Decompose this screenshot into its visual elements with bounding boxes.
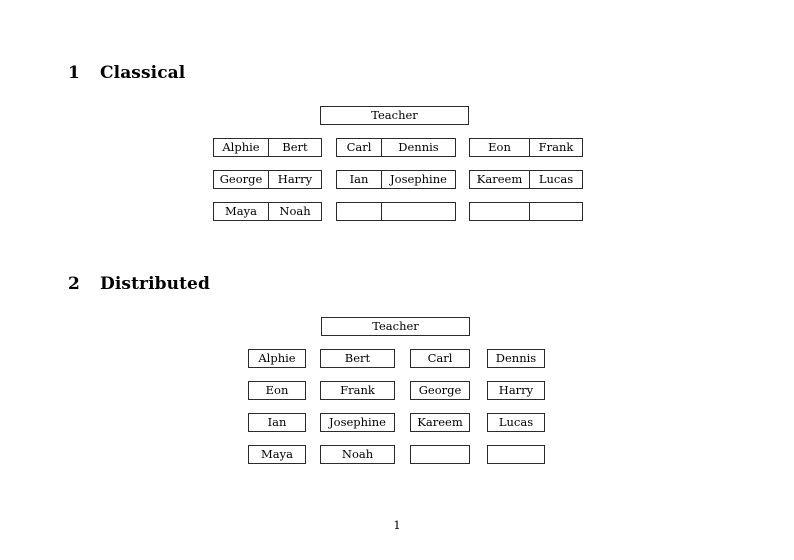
section-title: Classical bbox=[100, 63, 186, 83]
student-node-empty[interactable] bbox=[410, 445, 470, 464]
teacher-node-distributed[interactable]: Teacher bbox=[321, 317, 470, 336]
student-node[interactable]: Ian bbox=[349, 171, 369, 186]
student-node[interactable]: Ian bbox=[248, 413, 306, 432]
student-node[interactable]: Dennis bbox=[381, 139, 455, 156]
student-node[interactable]: Bert bbox=[268, 139, 321, 156]
student-node[interactable]: Noah bbox=[320, 445, 395, 464]
student-node[interactable]: Maya bbox=[248, 445, 306, 464]
student-node-empty[interactable] bbox=[337, 203, 381, 220]
student-node[interactable]: Noah bbox=[268, 203, 321, 220]
student-node[interactable]: Alphie bbox=[222, 139, 260, 154]
student-node[interactable]: Josephine bbox=[320, 413, 395, 432]
student-node[interactable]: Kareem bbox=[410, 413, 470, 432]
student-node[interactable]: Maya bbox=[225, 203, 257, 218]
student-node-empty[interactable] bbox=[470, 203, 529, 220]
section-heading-classical: 1 Classical bbox=[68, 65, 185, 82]
student-node[interactable]: Josephine bbox=[381, 171, 455, 188]
student-node[interactable]: Frank bbox=[320, 381, 395, 400]
section-title: Distributed bbox=[100, 274, 210, 294]
node-group: George Harry bbox=[213, 170, 322, 189]
section-number: 2 bbox=[68, 274, 80, 294]
node-group: Ian Josephine bbox=[336, 170, 456, 189]
section-heading-distributed: 2 Distributed bbox=[68, 276, 210, 293]
student-node[interactable]: Eon bbox=[488, 139, 511, 154]
student-node-empty[interactable] bbox=[529, 203, 582, 220]
teacher-node-classical[interactable]: Teacher bbox=[320, 106, 469, 125]
student-node[interactable]: Harry bbox=[268, 171, 321, 188]
section-number: 1 bbox=[68, 63, 80, 83]
student-node[interactable]: Carl bbox=[346, 139, 372, 154]
student-node[interactable]: Dennis bbox=[487, 349, 545, 368]
student-node-empty[interactable] bbox=[487, 445, 545, 464]
student-node[interactable]: Kareem bbox=[476, 171, 523, 186]
student-node[interactable]: Bert bbox=[320, 349, 395, 368]
page-number: 1 bbox=[393, 518, 401, 532]
student-node[interactable]: George bbox=[219, 171, 263, 186]
student-node[interactable]: Alphie bbox=[248, 349, 306, 368]
student-node[interactable]: Carl bbox=[410, 349, 470, 368]
student-node[interactable]: Frank bbox=[529, 139, 582, 156]
node-group bbox=[469, 202, 583, 221]
node-group: Alphie Bert bbox=[213, 138, 322, 157]
student-node-empty[interactable] bbox=[381, 203, 455, 220]
node-group: Maya Noah bbox=[213, 202, 322, 221]
student-node[interactable]: Harry bbox=[487, 381, 545, 400]
node-group bbox=[336, 202, 456, 221]
node-group: Eon Frank bbox=[469, 138, 583, 157]
student-node[interactable]: George bbox=[410, 381, 470, 400]
node-group: Carl Dennis bbox=[336, 138, 456, 157]
student-node[interactable]: Eon bbox=[248, 381, 306, 400]
node-group: Kareem Lucas bbox=[469, 170, 583, 189]
student-node[interactable]: Lucas bbox=[487, 413, 545, 432]
student-node[interactable]: Lucas bbox=[529, 171, 582, 188]
